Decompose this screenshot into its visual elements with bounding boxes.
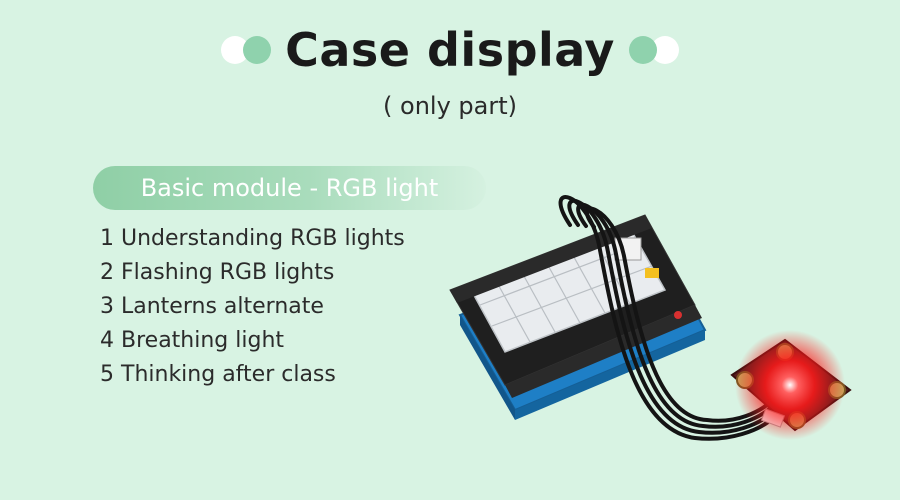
lesson-number: 1 xyxy=(100,226,114,251)
list-item: 2 Flashing RGB lights xyxy=(100,256,405,290)
sensor-shield-board xyxy=(449,214,707,420)
lesson-number: 2 xyxy=(100,260,114,285)
connector-cable xyxy=(558,195,775,441)
list-item: 1 Understanding RGB lights xyxy=(100,222,405,256)
lesson-text: Lanterns alternate xyxy=(121,294,324,319)
lesson-text: Thinking after class xyxy=(121,362,336,387)
lesson-number: 4 xyxy=(100,328,114,353)
rgb-module-photo xyxy=(449,195,852,441)
module-label: Basic module - RGB light xyxy=(140,174,439,202)
list-item: 4 Breathing light xyxy=(100,324,405,358)
lesson-number: 5 xyxy=(100,362,114,387)
title-row: Case display xyxy=(0,18,900,82)
module-label-badge: Basic module - RGB light xyxy=(93,166,486,210)
lesson-number: 3 xyxy=(100,294,114,319)
page-subtitle: ( only part) xyxy=(383,92,517,120)
list-item: 3 Lanterns alternate xyxy=(100,290,405,324)
page-title: Case display xyxy=(285,23,615,77)
decor-dots-left-icon xyxy=(221,35,272,65)
lesson-text: Understanding RGB lights xyxy=(121,226,405,251)
lesson-text: Breathing light xyxy=(121,328,285,353)
rgb-led-module xyxy=(730,330,852,440)
lesson-list: 1 Understanding RGB lights 2 Flashing RGB … xyxy=(100,222,405,392)
lesson-text: Flashing RGB lights xyxy=(121,260,335,285)
list-item: 5 Thinking after class xyxy=(100,358,405,392)
decor-dots-right-icon xyxy=(628,35,679,65)
